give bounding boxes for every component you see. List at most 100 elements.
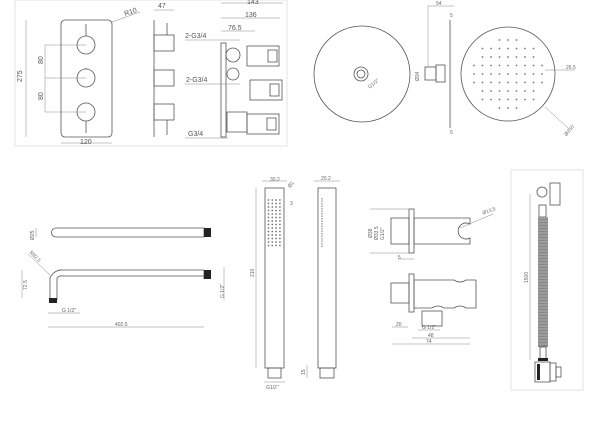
label-outlet-mid: 2-G3/4 xyxy=(186,77,208,84)
nozzle-dot xyxy=(267,244,270,247)
label-bend-radius: R82.5 xyxy=(28,250,42,264)
nozzle-dot xyxy=(532,73,535,75)
nozzle-dot xyxy=(267,206,270,208)
nozzle-dot xyxy=(515,107,518,109)
nozzle-dot xyxy=(279,227,281,229)
nozzle-dot xyxy=(507,39,509,41)
nozzle-dot xyxy=(490,47,492,50)
nozzle-dot xyxy=(271,213,274,215)
nozzle-dot xyxy=(271,216,274,219)
nozzle-dot xyxy=(271,223,274,226)
nozzle-dot xyxy=(473,73,475,75)
label-head-diameter: Ø250 xyxy=(563,124,576,137)
label-height: 275 xyxy=(17,70,24,82)
nozzle-dot xyxy=(490,56,492,58)
nozzle-dot xyxy=(481,47,484,50)
label-arm-depth: 54 xyxy=(436,1,442,7)
nozzle-dot xyxy=(271,234,274,236)
nozzle-dot xyxy=(532,47,535,50)
nozzle-dot xyxy=(271,209,274,212)
valve-side-view xyxy=(153,9,175,137)
nozzle-dot xyxy=(490,98,492,101)
nozzle-dot xyxy=(481,98,484,101)
nozzle-dot xyxy=(498,47,501,50)
nozzle-dot xyxy=(507,47,509,50)
hand-shower-nozzles xyxy=(267,199,281,247)
nozzle-dot xyxy=(524,64,526,67)
nozzle-dot xyxy=(279,244,281,247)
label-holder-thread-top: G1/2" xyxy=(380,227,386,240)
nozzle-dot xyxy=(275,237,277,240)
nozzle-dot xyxy=(271,206,274,208)
nozzle-dot xyxy=(279,209,281,212)
valve-front-view xyxy=(25,11,141,144)
label-holder-overall: 74 xyxy=(426,339,432,345)
label-hand-pitch: 3 xyxy=(290,201,293,207)
nozzle-dot xyxy=(515,90,518,92)
nozzle-dot xyxy=(498,98,501,101)
shower-arm-drawing xyxy=(21,227,225,328)
nozzle-dot xyxy=(275,244,277,247)
nozzle-dot xyxy=(524,56,526,58)
nozzle-dot xyxy=(490,90,492,92)
nozzle-dot xyxy=(279,206,281,208)
nozzle-dot xyxy=(267,209,270,212)
nozzle-dot xyxy=(267,241,270,243)
nozzle-dot xyxy=(275,241,277,243)
nozzle-dot xyxy=(481,56,484,58)
label-nozzle: 26.5 xyxy=(566,65,576,71)
nozzle-dot xyxy=(532,64,535,67)
label-hand-side-width: 20.2 xyxy=(321,176,331,182)
nozzle-dot xyxy=(279,241,281,243)
nozzle-dot xyxy=(271,227,274,229)
nozzle-dot xyxy=(279,202,281,205)
nozzle-dot xyxy=(532,98,535,101)
label-spacing-top: 80 xyxy=(38,56,45,64)
label-holder-clip: Ø13.5 xyxy=(482,206,497,216)
nozzle-dot xyxy=(507,56,509,58)
nozzle-dot xyxy=(267,223,270,226)
nozzle-dot xyxy=(267,234,270,236)
nozzle-dot xyxy=(498,39,501,41)
nozzle-dot xyxy=(524,90,526,92)
nozzle-dot xyxy=(275,216,277,219)
label-hand-nozzle: Ø1 xyxy=(287,180,296,189)
nozzle-dot xyxy=(271,199,274,201)
nozzle-dot xyxy=(271,220,274,222)
nozzle-dot xyxy=(515,47,518,50)
nozzle-dot xyxy=(271,230,274,233)
nozzle-dot xyxy=(275,199,277,201)
nozzle-dot xyxy=(490,73,492,75)
nozzle-dot xyxy=(275,230,277,233)
label-body-overall: 143 xyxy=(247,0,259,6)
label-side-depth: 47 xyxy=(158,3,166,10)
label-head-connector: G1/2" xyxy=(367,78,381,91)
nozzle-dot xyxy=(490,64,492,67)
nozzle-dot xyxy=(279,213,281,215)
nozzle-dot xyxy=(271,244,274,247)
nozzle-dot xyxy=(541,73,543,75)
nozzle-dot xyxy=(275,202,277,205)
label-holder-thread-length: 20 xyxy=(396,322,402,328)
nozzle-dot xyxy=(524,47,526,50)
nozzle-dot xyxy=(279,199,281,201)
nozzle-dot xyxy=(498,90,501,92)
nozzle-dot xyxy=(267,213,270,215)
nozzle-dot xyxy=(275,234,277,236)
nozzle-dot xyxy=(498,107,501,109)
nozzle-dot xyxy=(507,64,509,67)
hose-frame xyxy=(510,169,584,391)
nozzle-dot xyxy=(267,220,270,222)
nozzle-dot xyxy=(481,90,484,92)
nozzle-dot xyxy=(524,73,526,75)
nozzle-dot xyxy=(507,90,509,92)
nozzle-dot xyxy=(279,220,281,222)
label-outlet-top: 2-G3/4 xyxy=(185,33,207,40)
nozzle-dot xyxy=(279,237,281,240)
nozzle-dot xyxy=(515,98,518,101)
nozzle-dot xyxy=(271,241,274,243)
nozzle-dot xyxy=(541,81,543,84)
label-thickness-top: 5 xyxy=(450,13,453,19)
nozzle-dot xyxy=(532,90,535,92)
nozzle-dot xyxy=(515,81,518,84)
